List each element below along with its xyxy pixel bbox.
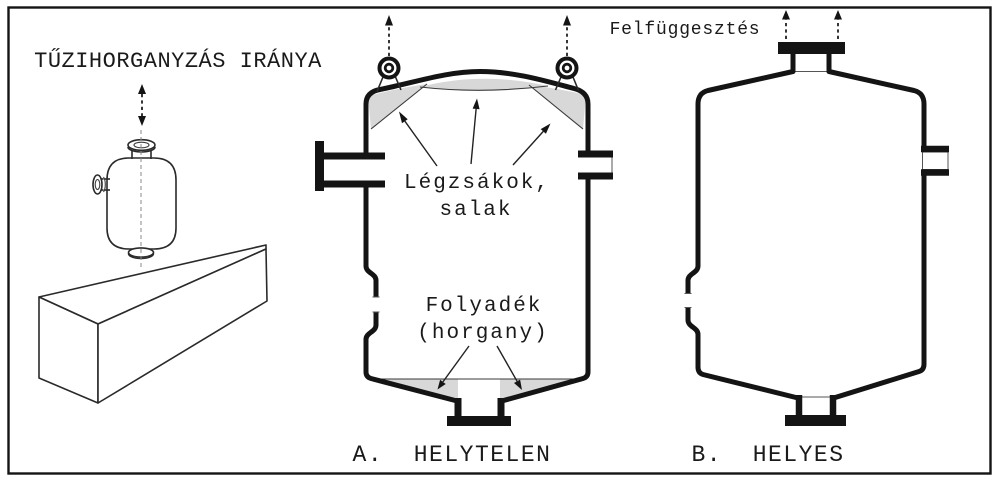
vessel-b-bottom-flange (785, 415, 846, 426)
vessel-a-caption: A. HELYTELEN (353, 442, 552, 468)
lifting-lug-left (376, 15, 402, 92)
vessel-a-liquid-annotation: Folyadék (horgany) (417, 295, 548, 390)
vessel-a-right-nozzle (578, 150, 613, 180)
vessel-a-incorrect: Légzsákok, salak Folyadék (horgany) A. H… (315, 15, 613, 468)
support-beam (38, 244, 268, 404)
small-vessel-side-nozzle (92, 174, 110, 195)
vessel-a-left-nozzle (315, 141, 385, 191)
diagram-border (7, 6, 992, 475)
suspension-label: Felfüggesztés (610, 20, 761, 40)
vessel-b-top-flange (778, 10, 845, 54)
small-vessel-illustration (92, 130, 177, 267)
vessel-a-shell (363, 69, 591, 404)
vessel-a-air-pockets (368, 78, 586, 130)
vessel-a-liquid-pools (367, 378, 587, 401)
direction-scene: TŰZIHORGANYZÁS IRÁNYA (34, 48, 322, 404)
vessel-b-correct: Felfüggesztés B. HELYES (610, 10, 949, 468)
liquid-label-line1: Folyadék (426, 295, 543, 318)
galvanizing-direction-label: TŰZIHORGANYZÁS IRÁNYA (34, 48, 322, 74)
vessel-b-shell (684, 52, 927, 401)
left-nozzle-flange (315, 141, 324, 191)
air-pockets-label-line2: salak (439, 199, 512, 222)
lifting-lug-right (554, 15, 580, 91)
suspension-flange (778, 42, 845, 54)
air-pocket-shade-center (420, 78, 548, 91)
liquid-label-line2: (horgany) (417, 322, 548, 345)
vessel-b-right-nozzle (921, 145, 949, 176)
small-vessel-top-nozzle (127, 138, 156, 159)
direction-double-arrow-icon (138, 84, 146, 126)
vessel-a-air-pockets-annotation: Légzsákok, salak (399, 98, 551, 222)
air-pockets-label-line1: Légzsákok, (404, 172, 550, 195)
bottom-nozzle-flange (447, 416, 511, 426)
vessel-b-bottom-nozzle (785, 395, 846, 426)
vessel-a-lifting-lugs (376, 15, 580, 92)
vessel-b-caption: B. HELYES (691, 442, 844, 468)
vessel-a-bottom-nozzle (447, 398, 511, 426)
